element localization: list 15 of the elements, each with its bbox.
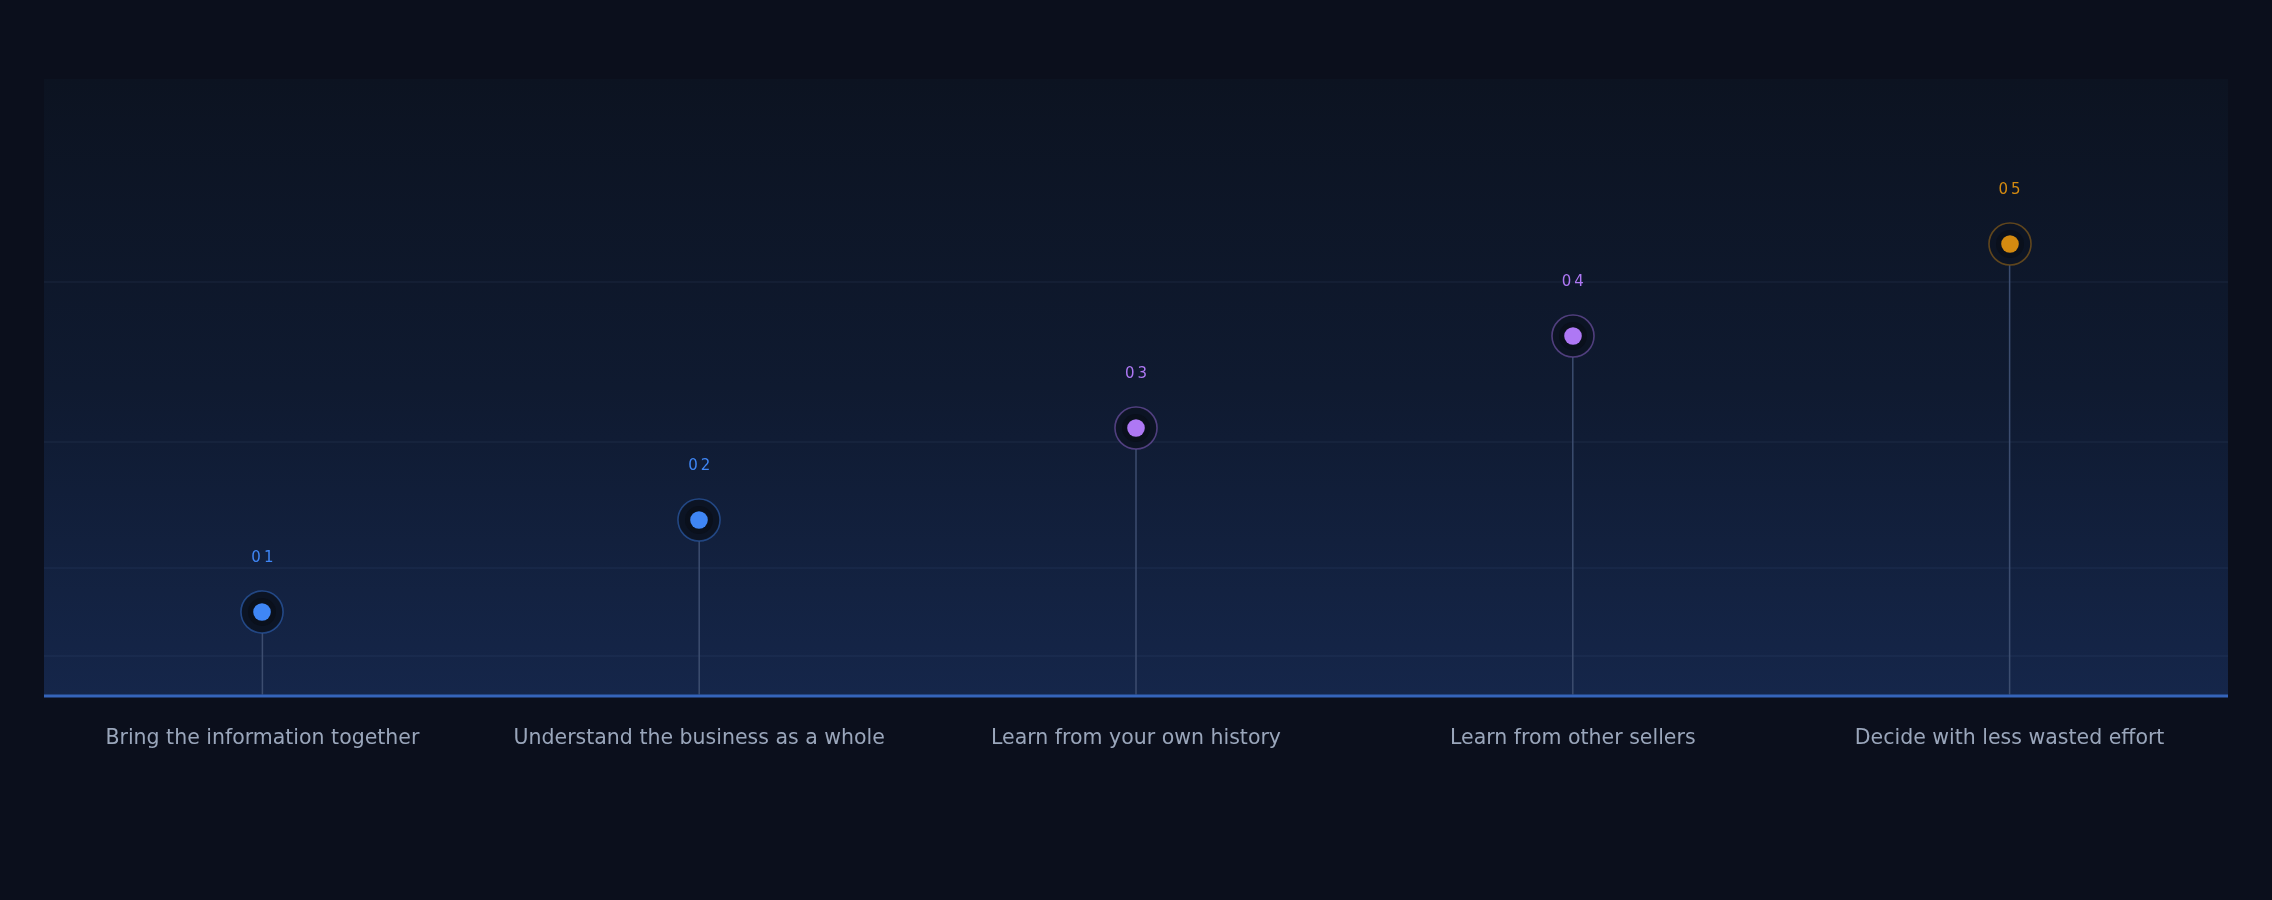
stem-line <box>1572 356 1574 696</box>
stem-line <box>2008 264 2011 696</box>
step-number: 04 <box>1560 271 1587 290</box>
step-number: 03 <box>1123 363 1151 382</box>
step-number: 02 <box>687 455 714 474</box>
step-number: 05 <box>1997 179 2024 198</box>
step-caption: Learn from your own history <box>991 725 1281 750</box>
step-caption: Learn from other sellers <box>1450 725 1696 750</box>
step-caption: Understand the business as a whole <box>513 725 885 750</box>
step-number: 01 <box>250 547 277 566</box>
step-caption: Decide with less wasted effort <box>1854 725 2165 750</box>
stem-line <box>261 632 264 696</box>
stem-line <box>698 540 700 696</box>
step-caption: Bring the information together <box>105 725 420 750</box>
stem-line <box>1135 448 1137 696</box>
